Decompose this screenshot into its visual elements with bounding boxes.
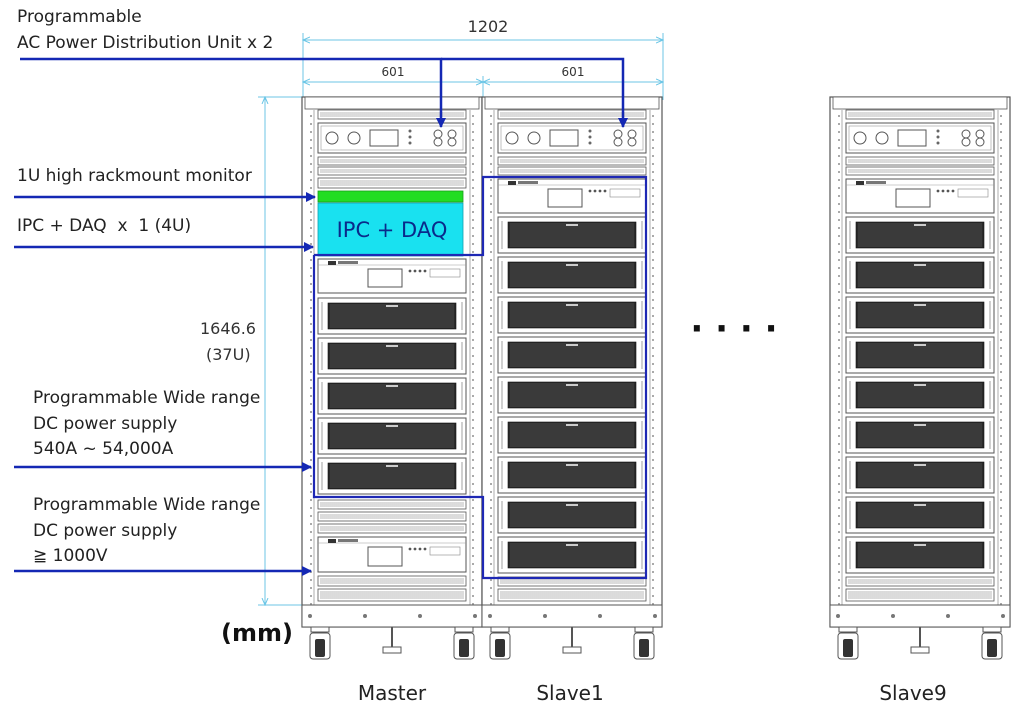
dc-power-module xyxy=(317,417,467,455)
leveling-foot xyxy=(910,627,930,654)
leveling-foot xyxy=(562,627,582,654)
dc-power-module xyxy=(497,296,647,334)
dc-power-module xyxy=(845,376,995,414)
dc-hv-label-line3: ≧ 1000V xyxy=(33,546,108,566)
caster-wheel xyxy=(489,626,511,660)
vent-panel xyxy=(845,166,995,176)
vent-panel xyxy=(845,109,995,120)
caster-wheel xyxy=(453,626,475,660)
vent-panel xyxy=(845,576,995,587)
ac-pdu-unit xyxy=(497,122,647,154)
dc-power-module xyxy=(317,337,467,375)
dc-power-module xyxy=(497,496,647,534)
caster-wheel xyxy=(633,626,655,660)
slave9-caption: Slave9 xyxy=(879,681,946,705)
cabinet-top xyxy=(304,96,480,110)
acpdu-label-line2: AC Power Distribution Unit x 2 xyxy=(17,33,273,53)
dim-height-units: (37U) xyxy=(206,345,251,364)
ipc-daq-unit xyxy=(317,202,464,257)
cabinet-top xyxy=(832,96,1008,110)
dc-controller-unit xyxy=(497,178,647,214)
caster-wheel xyxy=(309,626,331,660)
slave9-cabinet xyxy=(829,96,1011,660)
master-caption: Master xyxy=(358,681,427,705)
caster-wheel xyxy=(837,626,859,660)
dc-power-module xyxy=(845,296,995,334)
dc-power-module xyxy=(317,457,467,495)
dc-power-module xyxy=(845,496,995,534)
cabinet-base xyxy=(301,604,483,628)
dc-power-module xyxy=(845,456,995,494)
dc-power-module xyxy=(497,536,647,574)
dc-power-module xyxy=(845,216,995,254)
cabinet-base xyxy=(829,604,1011,628)
dc-power-module xyxy=(497,336,647,374)
vent-panel xyxy=(317,156,467,166)
dc-power-module xyxy=(845,336,995,374)
vent-panel xyxy=(497,588,647,602)
slave1-caption: Slave1 xyxy=(536,681,603,705)
dc-hv-label-line1: Programmable Wide range xyxy=(33,495,260,515)
dc-power-module xyxy=(497,416,647,454)
ac-pdu-unit xyxy=(845,122,995,154)
dc-power-module xyxy=(497,456,647,494)
cabinet-base xyxy=(481,604,663,628)
dim-height-value: 1646.6 xyxy=(200,319,256,338)
dc-hv-label-line2: DC power supply xyxy=(33,521,177,541)
vent-panel xyxy=(497,109,647,120)
vent-panel xyxy=(317,177,467,189)
dc-controller-unit xyxy=(317,536,467,573)
dc-power-module xyxy=(497,256,647,294)
master-cabinet xyxy=(301,96,483,660)
dc-wide-label-line3: 540A ~ 54,000A xyxy=(33,439,174,459)
leveling-foot xyxy=(382,627,402,654)
monitor-unit xyxy=(317,190,464,203)
ipc-label: IPC + DAQ x 1 (4U) xyxy=(17,216,191,236)
dim-cabinet2-width: 601 xyxy=(562,65,585,79)
dc-wide-label-line1: Programmable Wide range xyxy=(33,388,260,408)
monitor-label: 1U high rackmount monitor xyxy=(17,166,252,186)
dc-power-module xyxy=(497,216,647,254)
slave1-cabinet xyxy=(481,96,663,660)
vent-panel xyxy=(845,588,995,602)
dimension-lines xyxy=(258,33,663,605)
ac-pdu-unit xyxy=(317,122,467,154)
callout-arrows xyxy=(14,57,628,576)
vent-panel xyxy=(317,588,467,602)
dc-power-module xyxy=(845,416,995,454)
vent-panel xyxy=(845,156,995,166)
vent-panel xyxy=(317,523,467,534)
more-cabinets-ellipsis: · · · · xyxy=(690,309,777,349)
dc-power-module xyxy=(317,377,467,415)
vent-panel xyxy=(317,166,467,176)
dc-power-module xyxy=(845,256,995,294)
acpdu-arrow-slave1 xyxy=(441,57,628,128)
vent-panel xyxy=(497,156,647,166)
dc-controller-unit xyxy=(845,178,995,214)
caster-wheel xyxy=(981,626,1003,660)
vent-panel xyxy=(317,575,467,587)
vent-panel xyxy=(317,109,467,120)
vent-panel xyxy=(497,166,647,176)
cabinet-top xyxy=(484,96,660,110)
dim-cabinet1-width: 601 xyxy=(382,65,405,79)
acpdu-label-line1: Programmable xyxy=(17,7,142,27)
unit-label: (mm) xyxy=(221,619,293,647)
dc-power-module xyxy=(317,297,467,335)
dc-power-module xyxy=(845,536,995,574)
vent-panel xyxy=(317,499,467,510)
vent-panel xyxy=(317,511,467,522)
dc-controller-unit xyxy=(317,258,467,294)
dim-total-width: 1202 xyxy=(468,17,509,36)
parallel-group-frame xyxy=(312,175,648,580)
ipc-daq-unit-label: IPC + DAQ xyxy=(337,218,448,242)
dc-power-module xyxy=(497,376,647,414)
dc-wide-label-line2: DC power supply xyxy=(33,414,177,434)
